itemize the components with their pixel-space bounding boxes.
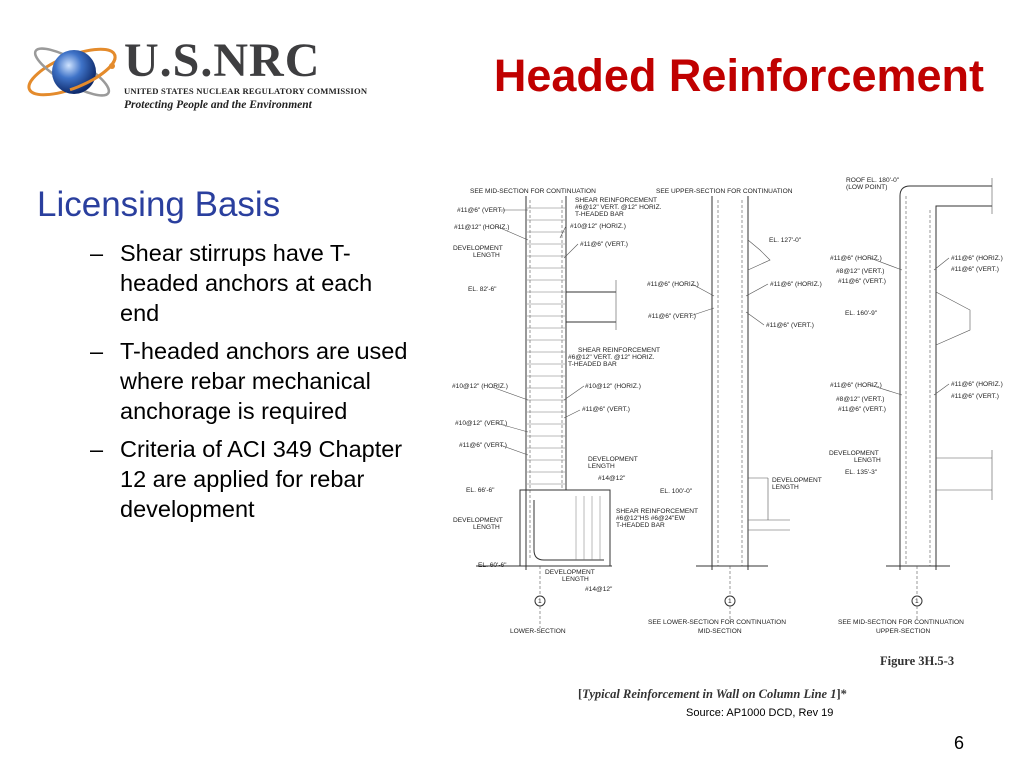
drawing-label: #11@6" (VERT.) (951, 266, 999, 273)
drawing-label: EL. 160'-9" (845, 310, 878, 317)
source-note: Source: AP1000 DCD, Rev 19 (686, 707, 834, 719)
drawing-label: #11@6" (HORIZ.) (951, 381, 1003, 388)
drawing-label: DEVELOPMENT (453, 517, 503, 524)
agency-tagline: Protecting People and the Environment (124, 99, 312, 111)
drawing-label: DEVELOPMENT (588, 456, 638, 463)
dash-marker: – (90, 338, 104, 364)
agency-name: UNITED STATES NUCLEAR REGULATORY COMMISS… (124, 86, 368, 96)
drawing-label: #11@6" (HORIZ.) (830, 255, 882, 262)
drawing-label: #11@6" (HORIZ.) (951, 255, 1003, 262)
drawing-label: EL. 100'-0" (660, 488, 693, 495)
drawing-label: #10@12" (VERT.) (455, 420, 507, 427)
slide-title: Headed Reinforcement (493, 50, 984, 101)
page-number: 6 (954, 733, 965, 753)
drawing-label: EL. 135'-3" (845, 469, 878, 476)
section-label: UPPER-SECTION (876, 628, 930, 635)
drawing-label: SEE UPPER-SECTION FOR CONTINUATION (656, 188, 793, 195)
dash-marker: – (90, 240, 104, 266)
drawing-label: #10@12" (HORIZ.) (570, 223, 626, 230)
drawing-label: LENGTH (588, 463, 615, 470)
drawing-label: LENGTH (854, 457, 881, 464)
drawing-label: DEVELOPMENT (545, 569, 595, 576)
nrc-wordmark: U.S.NRC (124, 34, 321, 87)
drawing-label: T-HEADED BAR (616, 522, 665, 529)
drawing-label: #11@6" (HORIZ.) (647, 281, 699, 288)
drawing-label: #11@6" (VERT.) (459, 442, 507, 449)
section-label: SEE LOWER-SECTION FOR CONTINUATION (648, 619, 786, 626)
caption-bracket-open: [ (578, 687, 582, 701)
bullet-text: Shear stirrups have T-headed anchors at … (120, 240, 373, 326)
nrc-logo: U.S.NRC UNITED STATES NUCLEAR REGULATORY… (24, 22, 367, 118)
drawing-label: LENGTH (772, 484, 799, 491)
drawing-label: #6@12" VERT. @12" HORIZ. (575, 204, 662, 211)
drawing-label: #14@12" (585, 586, 613, 593)
drawing-label: #6@12"HS #6@24"EW (616, 515, 686, 522)
drawing-label: #14@12" (598, 475, 626, 482)
caption-text: Typical Reinforcement in Wall on Column … (582, 687, 836, 701)
drawing-label: #11@6" (VERT.) (648, 313, 696, 320)
caption-bracket-close: ]* (836, 687, 846, 701)
drawing-label: #6@12" VERT. @12" HORIZ. (568, 354, 655, 361)
drawing-label: T-HEADED BAR (568, 361, 617, 368)
drawing-label: ROOF EL. 180'-0" (846, 177, 900, 184)
drawing-label: LENGTH (473, 524, 500, 531)
bullet-text: T-headed anchors are used where rebar me… (120, 338, 408, 424)
bullet-item: –T-headed anchors are used where rebar m… (86, 336, 416, 426)
drawing-label: #11@6" (VERT.) (582, 406, 630, 413)
column-line-label: 1 (538, 598, 542, 605)
lower-section-drawing: 1 SEE MID-SECTION FOR CONTINUATION SHEAR… (452, 188, 698, 635)
drawing-label: #11@6" (HORIZ.) (770, 281, 822, 288)
leader-lines (491, 209, 950, 456)
bullet-list: –Shear stirrups have T-headed anchors at… (86, 238, 416, 532)
drawing-label: LENGTH (562, 576, 589, 583)
drawing-label: #8@12" (VERT.) (836, 396, 885, 403)
drawing-label: SEE MID-SECTION FOR CONTINUATION (470, 188, 596, 195)
drawing-label: DEVELOPMENT (829, 450, 879, 457)
section-heading: Licensing Basis (37, 185, 281, 224)
section-label: LOWER-SECTION (510, 628, 566, 635)
dash-marker: – (90, 436, 104, 462)
bullet-text: Criteria of ACI 349 Chapter 12 are appli… (120, 436, 403, 522)
drawing-label: T-HEADED BAR (575, 211, 624, 218)
drawing-label: #11@6" (VERT.) (457, 207, 505, 214)
section-label: SEE MID-SECTION FOR CONTINUATION (838, 619, 964, 626)
drawing-label: (LOW POINT) (846, 184, 887, 191)
column-line-label: 1 (728, 598, 732, 605)
column-line-label: 1 (915, 598, 919, 605)
drawing-label: DEVELOPMENT (453, 245, 503, 252)
drawing-label: SHEAR REINFORCEMENT (575, 197, 657, 204)
upper-section-drawing: 1 ROOF EL. 180'-0" (LOW POINT) #11@6" (H… (829, 177, 1003, 635)
drawing-label: EL. 60'-6" (478, 562, 507, 569)
mid-section-drawing: 1 SEE UPPER-SECTION FOR CONTINUATION EL.… (647, 188, 822, 635)
drawing-label: #10@12" (HORIZ.) (585, 383, 641, 390)
drawing-label: DEVELOPMENT (772, 477, 822, 484)
drawing-label: EL. 66'-6" (466, 487, 495, 494)
bullet-item: –Criteria of ACI 349 Chapter 12 are appl… (86, 434, 416, 524)
atom-globe-icon (27, 47, 117, 97)
figure-caption: [Typical Reinforcement in Wall on Column… (578, 687, 847, 701)
drawing-label: #11@6" (VERT.) (838, 278, 886, 285)
drawing-label: #11@6" (VERT.) (838, 406, 886, 413)
drawing-label: SHEAR REINFORCEMENT (578, 347, 660, 354)
figure-number: Figure 3H.5-3 (880, 654, 954, 668)
drawing-label: EL. 82'-6" (468, 286, 497, 293)
drawing-label: #11@6" (VERT.) (580, 241, 628, 248)
bullet-item: –Shear stirrups have T-headed anchors at… (86, 238, 416, 328)
drawing-label: SHEAR REINFORCEMENT (616, 508, 698, 515)
drawing-label: EL. 127'-0" (769, 237, 802, 244)
drawing-label: #11@6" (VERT.) (951, 393, 999, 400)
drawing-label: #11@6" (VERT.) (766, 322, 814, 329)
drawing-label: #11@6" (HORIZ.) (830, 382, 882, 389)
drawing-label: #10@12" (HORIZ.) (452, 383, 508, 390)
drawing-label: #8@12" (VERT.) (836, 268, 885, 275)
section-label: MID-SECTION (698, 628, 742, 635)
drawing-label: #11@12" (HORIZ.) (454, 224, 509, 231)
drawing-label: LENGTH (473, 252, 500, 259)
reinforcement-drawing: .lbl { font-family: "Liberation Sans", s… (452, 177, 1003, 701)
